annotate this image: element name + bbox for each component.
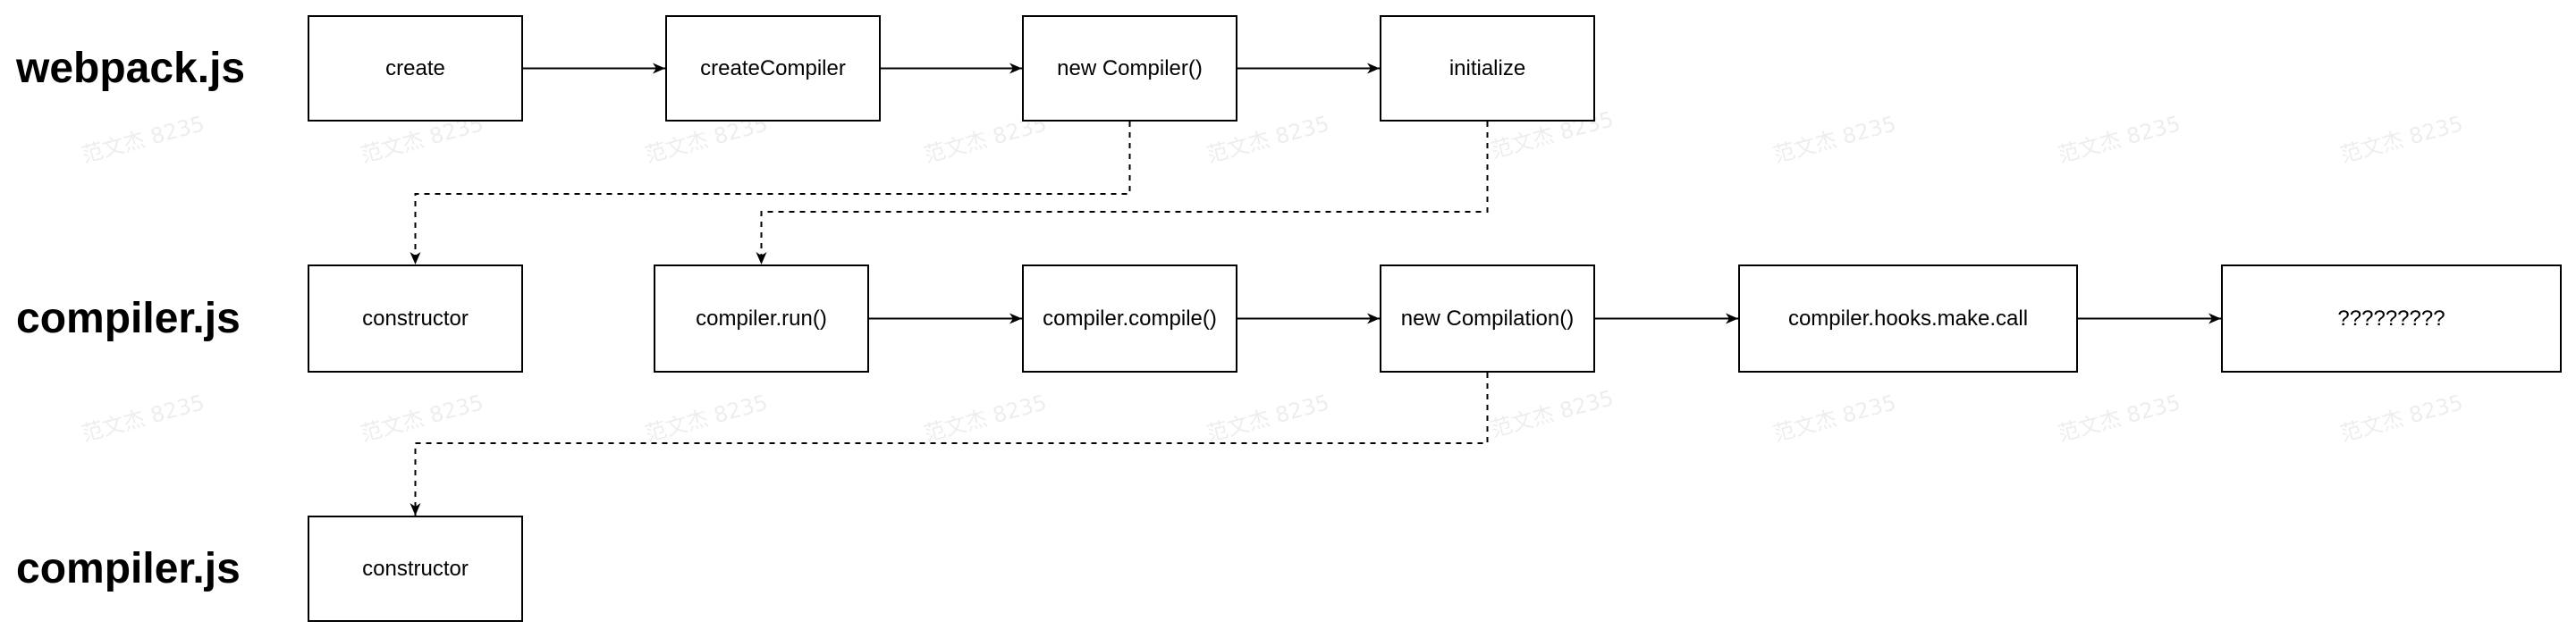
node-compilation-constructor: constructor: [308, 516, 523, 622]
dashed-arrow-new-compiler-to-constructor: [410, 122, 1131, 264]
row-label-webpack: webpack.js: [16, 45, 246, 92]
node-new-compilation: new Compilation(): [1380, 264, 1595, 373]
dashed-arrow-new-compilation-to-constructor: [410, 373, 1489, 516]
dashed-arrow-initialize-to-compiler-run: [756, 122, 1489, 264]
row-label-compilation: compiler.js: [16, 545, 241, 592]
node-createcompiler: createCompiler: [665, 15, 881, 122]
node-compiler-constructor: constructor: [308, 264, 523, 373]
node-new-compiler: new Compiler(): [1022, 15, 1237, 122]
node-hooks-make-call: compiler.hooks.make.call: [1738, 264, 2078, 373]
node-compiler-compile: compiler.compile(): [1022, 264, 1237, 373]
node-create: create: [308, 15, 523, 122]
node-initialize: initialize: [1380, 15, 1595, 122]
node-compiler-run: compiler.run(): [654, 264, 869, 373]
row-label-compiler: compiler.js: [16, 295, 241, 342]
node-unknown: ?????????: [2221, 264, 2562, 373]
